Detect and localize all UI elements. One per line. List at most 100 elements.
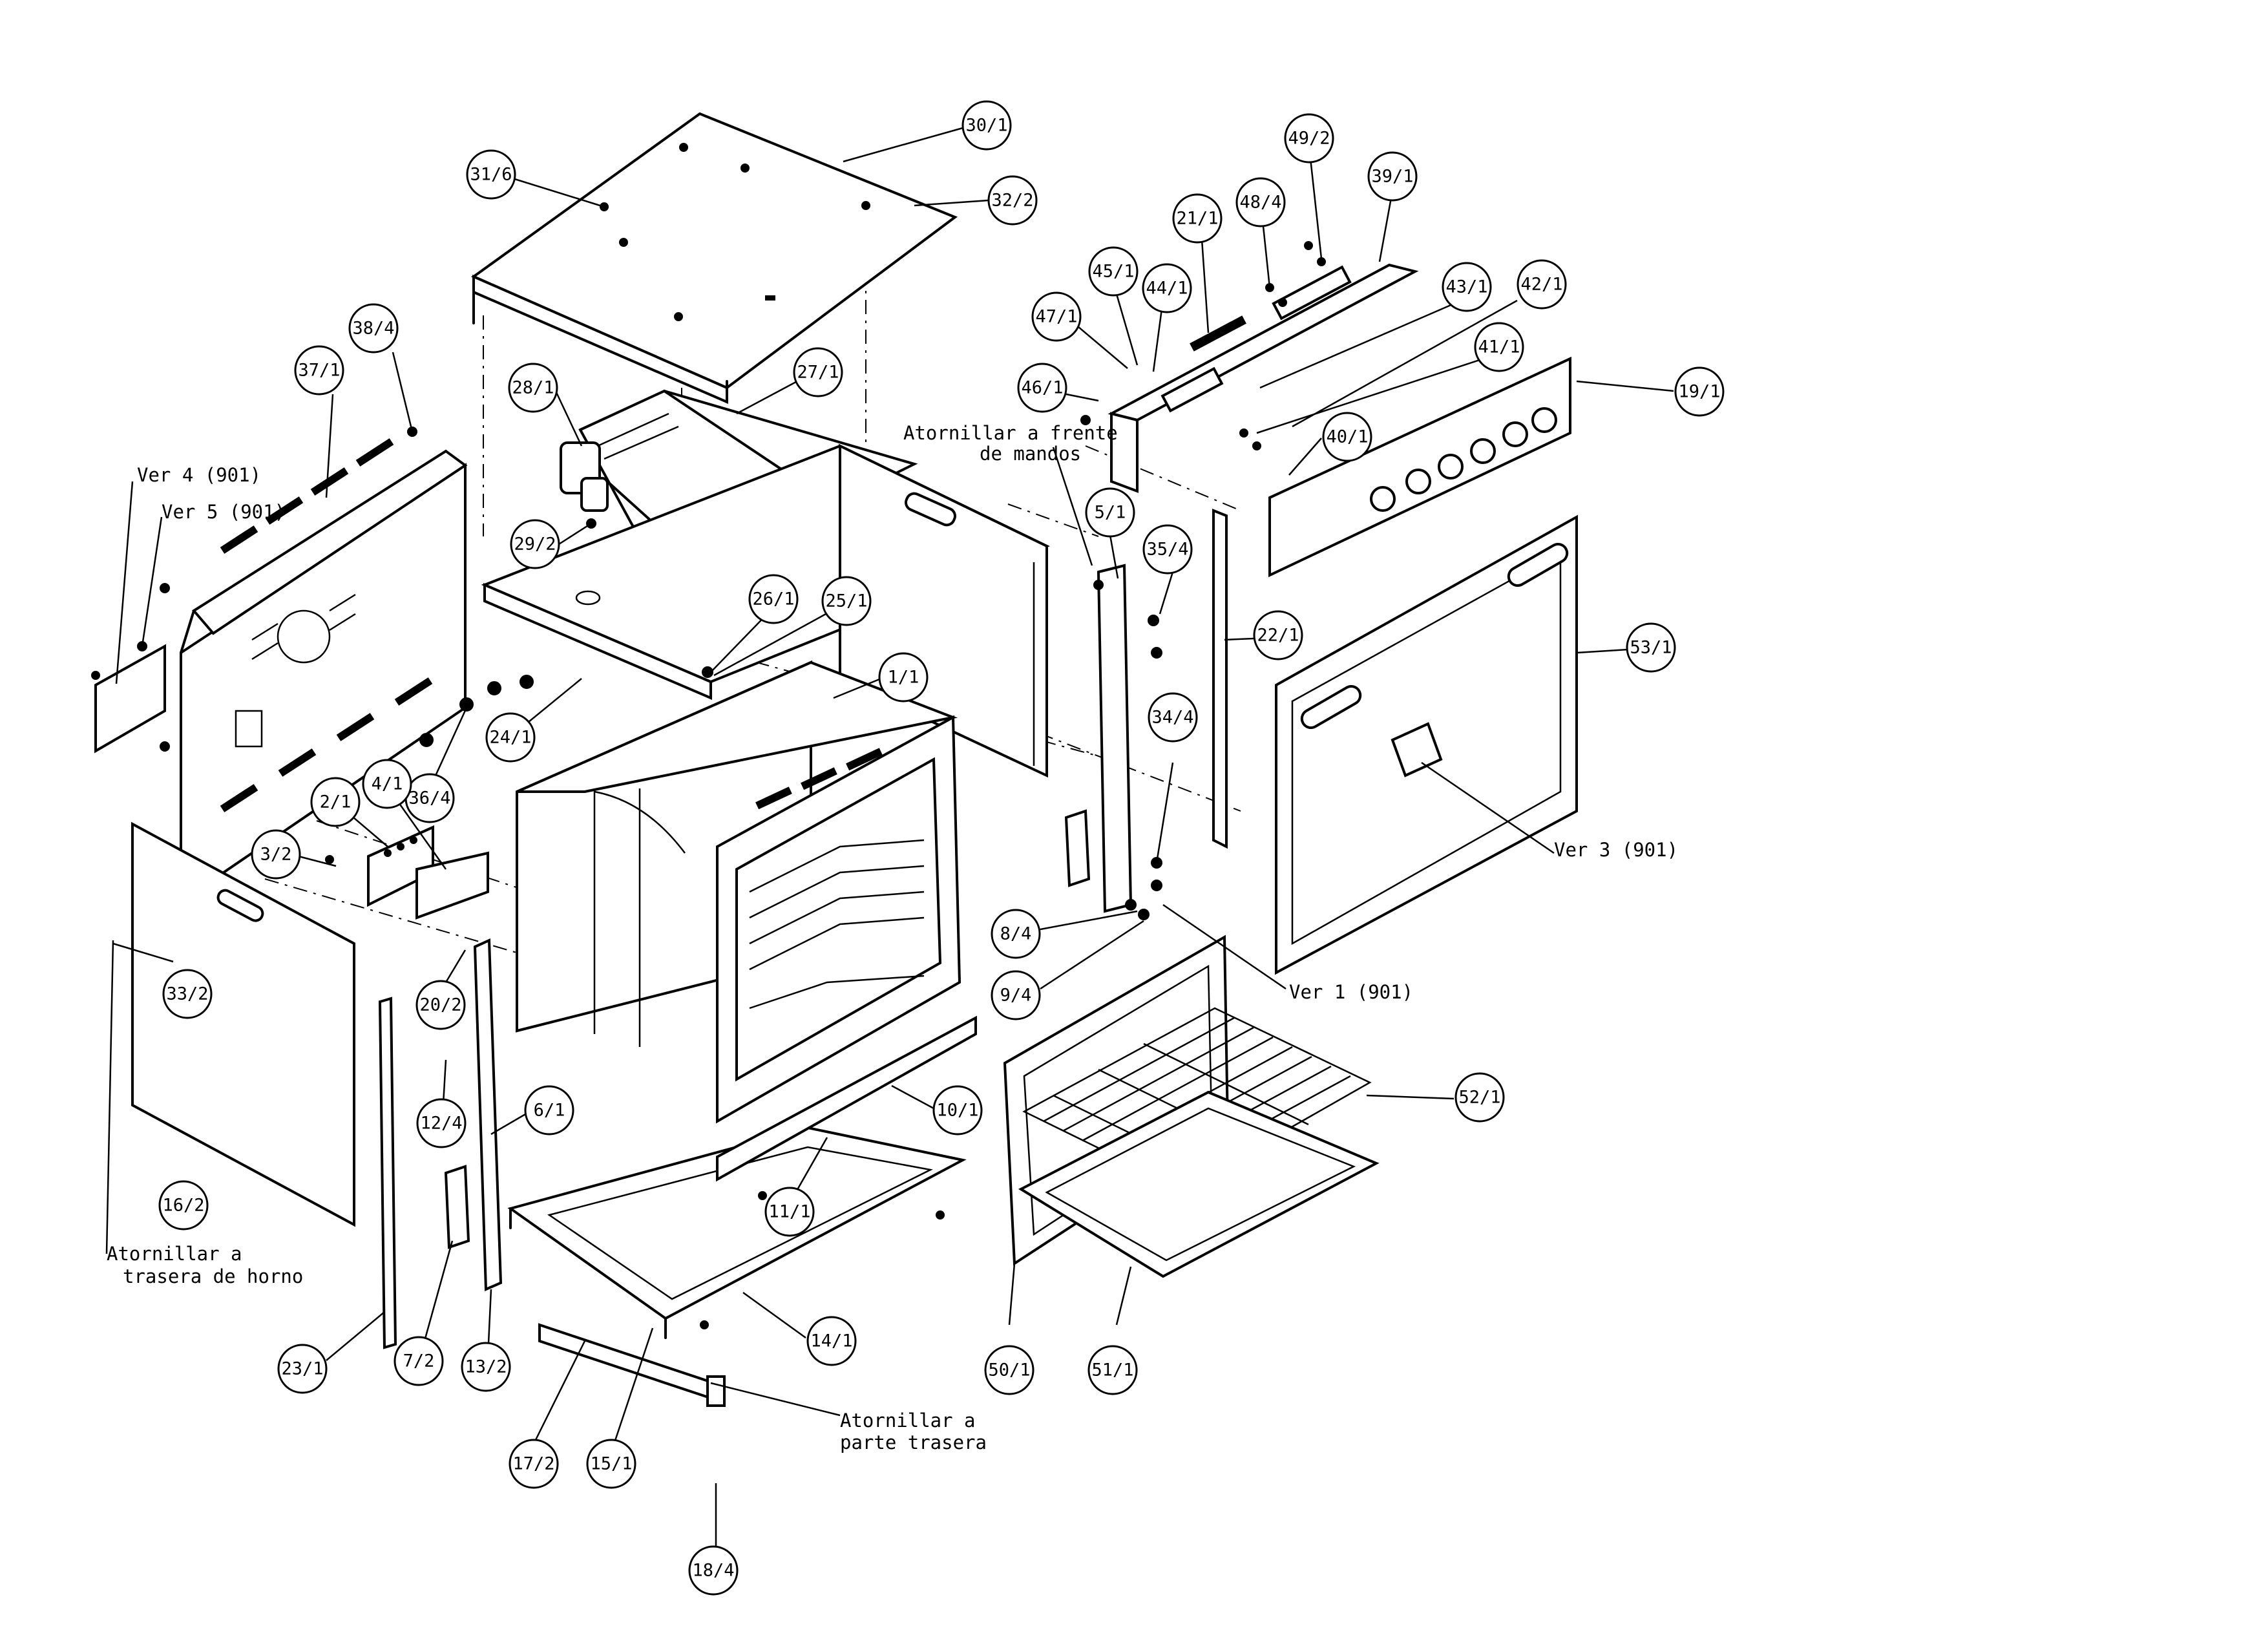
svg-text:32/2: 32/2 xyxy=(991,191,1033,211)
svg-text:19/1: 19/1 xyxy=(1678,382,1720,402)
svg-text:45/1: 45/1 xyxy=(1092,262,1134,282)
svg-text:27/1: 27/1 xyxy=(797,363,839,383)
svg-text:51/1: 51/1 xyxy=(1091,1360,1133,1380)
callout-11-1: 11/1 xyxy=(764,1187,815,1237)
note-ver-5: Ver 5 (901) xyxy=(162,501,286,523)
note-screw-back-line1: Atornillar a xyxy=(840,1410,976,1431)
callout-26-1: 26/1 xyxy=(748,574,799,624)
callout-22-1: 22/1 xyxy=(1253,610,1303,660)
svg-text:33/2: 33/2 xyxy=(166,984,208,1004)
assembly-notes: Ver 4 (901) Ver 5 (901) Atornillar a fre… xyxy=(107,422,1678,1453)
svg-text:26/1: 26/1 xyxy=(752,589,794,609)
svg-text:17/2: 17/2 xyxy=(512,1454,554,1474)
callout-45-1: 45/1 xyxy=(1088,246,1139,297)
small-access-plate xyxy=(94,644,166,754)
callout-15-1: 15/1 xyxy=(586,1439,636,1489)
callout-8-4: 8/4 xyxy=(991,909,1041,959)
callout-20-2: 20/2 xyxy=(415,980,466,1030)
svg-text:11/1: 11/1 xyxy=(768,1202,810,1222)
callout-29-2: 29/2 xyxy=(510,519,560,569)
svg-text:49/2: 49/2 xyxy=(1288,129,1330,149)
callout-21-1: 21/1 xyxy=(1172,193,1223,244)
callout-3-2: 3/2 xyxy=(251,829,301,880)
callout-48-4: 48/4 xyxy=(1235,177,1286,227)
svg-text:18/4: 18/4 xyxy=(692,1561,734,1581)
svg-text:31/6: 31/6 xyxy=(470,165,512,185)
callout-53-1: 53/1 xyxy=(1626,622,1676,673)
callout-49-2: 49/2 xyxy=(1284,113,1334,164)
callout-34-4: 34/4 xyxy=(1148,692,1198,743)
bottom-rail xyxy=(716,1015,977,1182)
svg-text:47/1: 47/1 xyxy=(1035,307,1077,327)
svg-text:29/2: 29/2 xyxy=(514,534,556,555)
note-ver-3: Ver 3 (901) xyxy=(1554,839,1678,861)
svg-text:3/2: 3/2 xyxy=(260,845,292,865)
callout-46-1: 46/1 xyxy=(1017,363,1067,413)
svg-text:20/2: 20/2 xyxy=(419,995,461,1015)
callout-50-1: 50/1 xyxy=(984,1345,1034,1395)
top-cover xyxy=(470,112,958,405)
svg-text:28/1: 28/1 xyxy=(512,378,554,398)
callout-38-4: 38/4 xyxy=(348,303,399,354)
svg-text:10/1: 10/1 xyxy=(936,1101,978,1121)
callout-5-1: 5/1 xyxy=(1085,487,1135,538)
door-hinge-rails xyxy=(1064,509,1228,913)
note-screw-control-front-line1: Atornillar a frente xyxy=(903,422,1118,444)
svg-text:37/1: 37/1 xyxy=(298,361,340,381)
callout-33-2: 33/2 xyxy=(162,969,213,1019)
svg-text:8/4: 8/4 xyxy=(1000,924,1032,944)
svg-text:5/1: 5/1 xyxy=(1095,503,1126,523)
callout-37-1: 37/1 xyxy=(294,345,344,396)
svg-text:12/4: 12/4 xyxy=(420,1114,462,1134)
part-callouts: 30/1 31/6 32/2 38/4 37/1 28/1 27/1 29/2 … xyxy=(158,100,1725,1596)
side-rails-left xyxy=(378,938,503,1349)
svg-text:41/1: 41/1 xyxy=(1478,337,1520,357)
svg-text:9/4: 9/4 xyxy=(1000,986,1032,1006)
callout-2-1: 2/1 xyxy=(310,777,361,827)
callout-4-1: 4/1 xyxy=(362,759,412,809)
callout-31-6: 31/6 xyxy=(466,149,516,200)
callout-7-2: 7/2 xyxy=(394,1336,444,1386)
rear-cover xyxy=(131,821,355,1227)
callout-44-1: 44/1 xyxy=(1142,263,1192,313)
callout-17-2: 17/2 xyxy=(509,1439,559,1489)
svg-text:34/4: 34/4 xyxy=(1151,708,1193,728)
svg-text:24/1: 24/1 xyxy=(489,728,531,748)
svg-text:15/1: 15/1 xyxy=(590,1454,632,1474)
svg-text:35/4: 35/4 xyxy=(1146,540,1188,560)
svg-text:30/1: 30/1 xyxy=(965,116,1007,136)
svg-text:53/1: 53/1 xyxy=(1630,638,1672,658)
svg-text:40/1: 40/1 xyxy=(1326,427,1368,447)
callout-19-1: 19/1 xyxy=(1674,366,1725,417)
svg-text:2/1: 2/1 xyxy=(320,792,352,812)
screws xyxy=(91,241,1326,1329)
oven-cavity xyxy=(516,660,961,1124)
callout-30-1: 30/1 xyxy=(961,100,1012,151)
callout-25-1: 25/1 xyxy=(821,576,872,626)
control-support-frame xyxy=(1108,263,1419,493)
svg-text:39/1: 39/1 xyxy=(1371,167,1413,187)
svg-text:42/1: 42/1 xyxy=(1520,275,1562,295)
callout-47-1: 47/1 xyxy=(1031,291,1082,342)
callout-42-1: 42/1 xyxy=(1517,259,1567,310)
callout-12-4: 12/4 xyxy=(416,1098,467,1148)
callout-18-4: 18/4 xyxy=(688,1545,739,1596)
note-screw-oven-rear-line1: Atornillar a xyxy=(107,1243,242,1265)
svg-text:36/4: 36/4 xyxy=(408,788,450,808)
svg-text:48/4: 48/4 xyxy=(1239,193,1281,213)
callout-39-1: 39/1 xyxy=(1367,151,1418,202)
callout-36-4: 36/4 xyxy=(404,773,455,823)
svg-text:25/1: 25/1 xyxy=(825,591,867,611)
svg-text:43/1: 43/1 xyxy=(1445,277,1487,297)
callout-40-1: 40/1 xyxy=(1322,412,1372,462)
svg-text:22/1: 22/1 xyxy=(1257,626,1299,646)
front-bottom-rail xyxy=(538,1323,726,1407)
svg-text:44/1: 44/1 xyxy=(1146,279,1188,299)
svg-text:14/1: 14/1 xyxy=(810,1331,852,1351)
callout-27-1: 27/1 xyxy=(793,347,843,397)
callout-14-1: 14/1 xyxy=(806,1316,857,1366)
control-panel xyxy=(1268,356,1571,578)
svg-text:7/2: 7/2 xyxy=(403,1351,435,1371)
